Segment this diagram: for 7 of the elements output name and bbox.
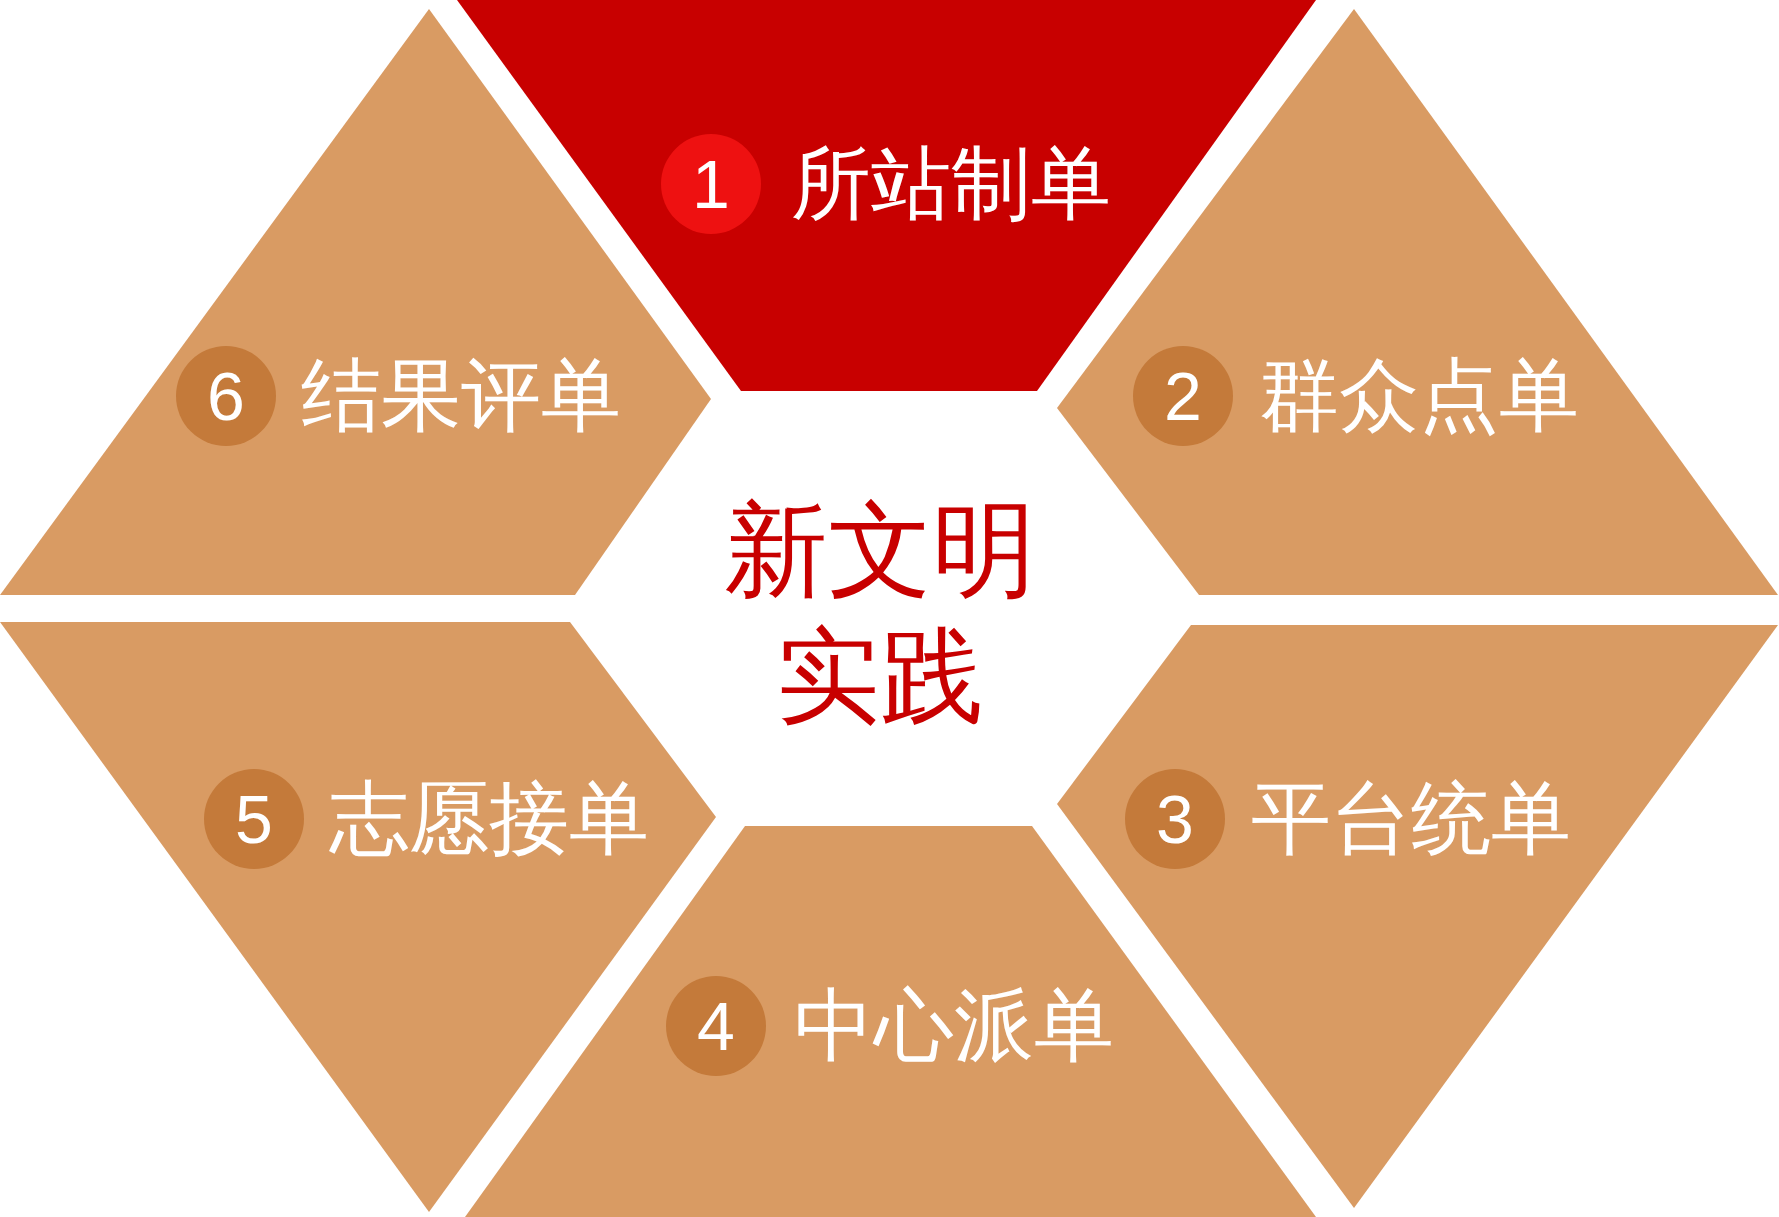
- step-title: 所站制单: [791, 136, 1111, 232]
- step-title: 群众点单: [1259, 348, 1579, 444]
- step-title: 平台统单: [1251, 771, 1571, 867]
- center-title: 新文明实践: [723, 488, 1037, 739]
- step-title: 志愿接单: [329, 771, 649, 867]
- step-title: 中心派单: [794, 978, 1114, 1074]
- step-title: 结果评单: [301, 348, 621, 444]
